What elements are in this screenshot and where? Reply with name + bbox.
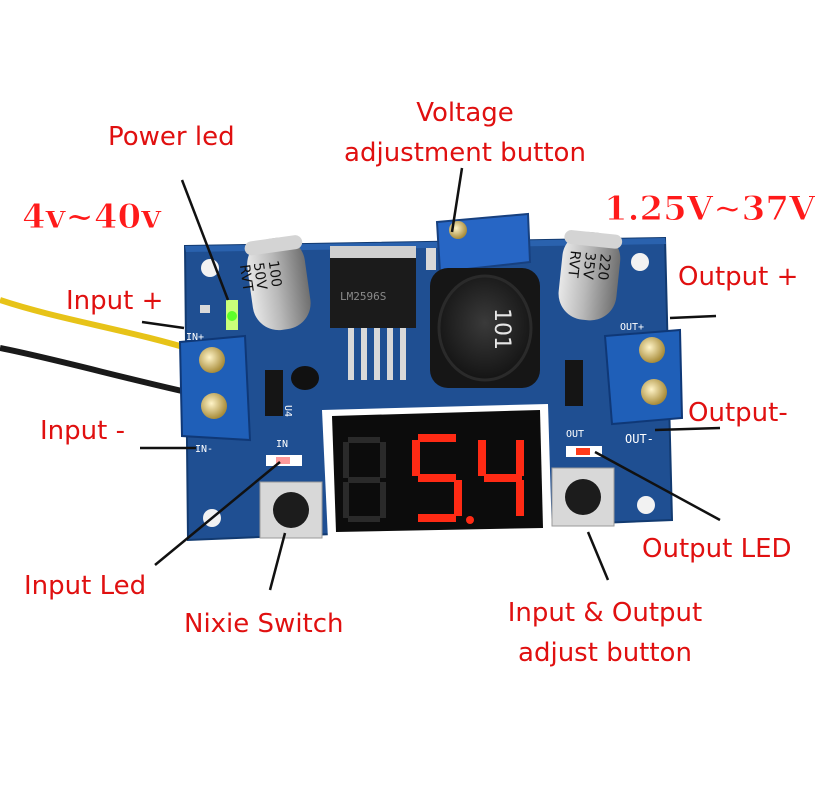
label-output-range: 1.25V∼37V <box>603 189 815 229</box>
cap-right-voltage: 35V <box>579 251 598 280</box>
regulator-ic: LM2596S <box>330 246 416 380</box>
silk-in-minus: IN- <box>195 444 213 455</box>
label-voltage-adjust-1: Voltage <box>416 98 514 128</box>
digit-off <box>343 437 386 522</box>
input-terminal-block <box>178 334 252 442</box>
label-input-led: Input Led <box>24 571 147 601</box>
inductor: 101 <box>430 268 540 388</box>
cap-left-voltage: 50V <box>250 261 270 291</box>
label-input-plus: Input + <box>66 286 164 316</box>
label-output-led: Output LED <box>642 534 792 564</box>
input-wire-black <box>0 345 201 398</box>
cap-left-value: 100 <box>265 259 285 288</box>
silk-in: IN <box>276 439 288 450</box>
capacitor-left: 100 50V RVT <box>236 235 311 331</box>
label-io-adjust-1: Input & Output <box>507 598 703 628</box>
seven-segment-display <box>322 404 552 540</box>
regulator-marking: LM2596S <box>340 290 386 303</box>
silk-out-minus: OUT- <box>625 432 654 446</box>
terminal-screw <box>201 393 227 419</box>
cap-left-brand: RVT <box>236 263 256 292</box>
terminal-screw <box>639 337 665 363</box>
digit-4 <box>478 440 524 516</box>
mount-hole <box>631 253 649 271</box>
terminal-screw <box>199 347 225 373</box>
label-voltage-adjust-2: adjustment button <box>344 138 586 168</box>
diode-left <box>265 370 283 416</box>
io-adjust-button <box>551 467 615 527</box>
input-wire-yellow <box>0 297 201 355</box>
silk-out: OUT <box>566 429 584 440</box>
digit-5 <box>412 434 474 524</box>
transistor <box>291 366 319 390</box>
output-terminal-block <box>603 328 684 426</box>
label-input-minus: Input - <box>40 416 125 446</box>
cap-right-value: 220 <box>594 253 613 281</box>
cap-right-brand: RVT <box>564 250 583 279</box>
silk-u4: U4 <box>282 405 293 417</box>
diode-right <box>565 360 583 406</box>
callout-lines <box>140 167 721 591</box>
label-input-range: 4v~40v <box>22 197 162 237</box>
label-power-led: Power led <box>108 122 235 152</box>
label-io-adjust-2: adjust button <box>518 638 692 668</box>
label-nixie-switch: Nixie Switch <box>184 609 344 639</box>
mount-hole <box>637 496 655 514</box>
terminal-screw <box>641 379 667 405</box>
capacitor-right: 220 35V RVT <box>558 230 623 321</box>
nixie-switch-button <box>259 481 323 539</box>
silk-in-plus: IN+ <box>186 332 204 343</box>
inductor-marking: 101 <box>489 308 514 350</box>
silk-out-plus: OUT+ <box>620 322 644 333</box>
label-output-minus: Output- <box>688 398 788 428</box>
label-output-plus: Output + <box>678 262 799 292</box>
